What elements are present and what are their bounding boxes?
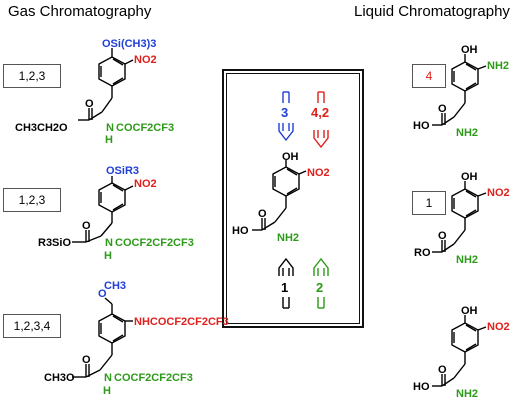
gc3-methoxy-o: O: [98, 288, 107, 300]
lc1-amine-sub: NH2: [487, 60, 509, 72]
red-down-arrow-icon: [313, 91, 329, 149]
blue-down-arrow-icon: [278, 91, 294, 142]
gc3-methyl: CH3: [104, 280, 126, 292]
gc1-phenol-group: OSi(CH3)3: [102, 38, 156, 50]
lc3-oh: OH: [461, 305, 478, 317]
condition-label-3: 3: [281, 105, 288, 120]
lc-row2-conditions: 1: [412, 191, 446, 215]
center-carbonyl-o: O: [258, 208, 267, 220]
lc2-amine: NH2: [456, 254, 478, 266]
gc2-phenol-group: OSiR3: [106, 165, 139, 177]
center-oh: OH: [282, 151, 299, 163]
gc3-amide-h: H: [103, 385, 111, 397]
gc-row3-conditions: 1,2,3,4: [3, 314, 61, 338]
lc-row1-conditions: 4: [412, 64, 446, 88]
liquid-chromatography-heading: Liquid Chromatography: [354, 3, 510, 20]
lc1-carbonyl-o: O: [438, 103, 447, 115]
lc3-acid: HO: [413, 381, 430, 393]
green-up-arrow-icon: [313, 257, 329, 309]
gc1-amide-n: N: [106, 122, 114, 134]
reaction-arrows: [278, 91, 329, 309]
gc1-ester: CH3CH2O: [15, 122, 68, 134]
gc2-nitro: NO2: [134, 178, 157, 190]
lc2-ester: RO: [414, 247, 431, 259]
center-acid: HO: [232, 225, 249, 237]
condition-label-1: 1: [281, 280, 288, 295]
center-nitro: NO2: [307, 167, 330, 179]
gc3-ester: CH3O: [44, 372, 75, 384]
gc2-carbonyl-o: O: [82, 220, 91, 232]
gc2-amide-h: H: [104, 250, 112, 262]
lc1-oh: OH: [461, 44, 478, 56]
gc3-acyl: COCF2CF2CF3: [114, 372, 193, 384]
condition-label-2: 2: [316, 280, 323, 295]
black-up-arrow-icon: [278, 257, 294, 309]
lc1-acid: HO: [413, 120, 430, 132]
gc2-ester: R3SiO: [38, 237, 71, 249]
center-amine: NH2: [277, 232, 299, 244]
lc2-nitro: NO2: [487, 187, 510, 199]
lc1-amine: NH2: [456, 127, 478, 139]
gas-chromatography-heading: Gas Chromatography: [8, 3, 152, 20]
gc1-carbonyl-o: O: [85, 98, 94, 110]
condition-label-4-2: 4,2: [311, 105, 329, 120]
lc3-amine: NH2: [456, 388, 478, 400]
gc3-carbonyl-o: O: [82, 354, 91, 366]
bond-lines: [72, 48, 487, 387]
lc3-nitro: NO2: [487, 321, 510, 333]
gc1-acyl: COCF2CF3: [116, 122, 174, 134]
lc2-carbonyl-o: O: [438, 230, 447, 242]
gc-row2-conditions: 1,2,3: [3, 188, 61, 212]
gc1-amide-h: H: [105, 134, 113, 146]
gc-row1-conditions: 1,2,3: [3, 64, 61, 88]
lc2-oh: OH: [461, 171, 478, 183]
reaction-scheme-box: [222, 69, 364, 328]
gc2-acyl: COCF2CF2CF3: [115, 237, 194, 249]
gc1-nitro: NO2: [134, 54, 157, 66]
gc2-amide-n: N: [105, 237, 113, 249]
gc3-amide-n: N: [104, 372, 112, 384]
lc3-carbonyl-o: O: [438, 364, 447, 376]
gc3-nitro-amide: NHCOCF2CF2CF3: [134, 316, 229, 328]
